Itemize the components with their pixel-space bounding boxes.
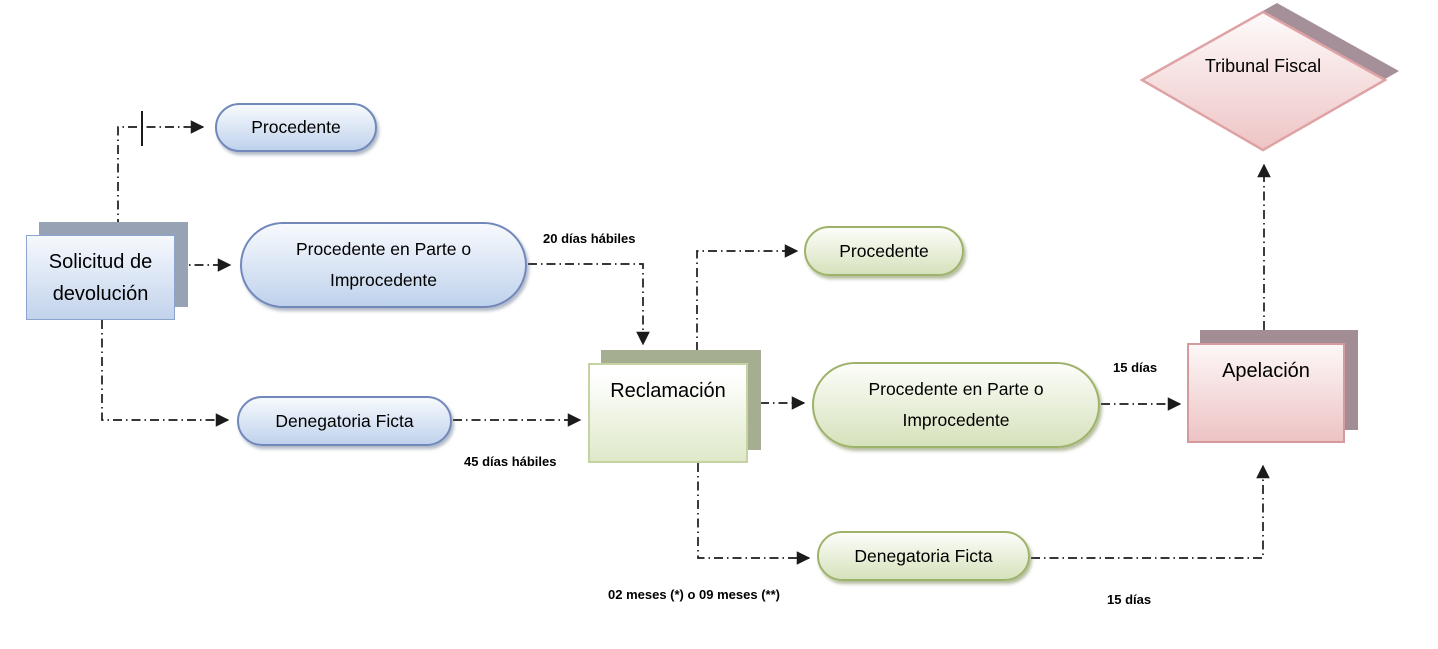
node-box: Solicitud de devolución	[26, 235, 175, 320]
edge-label-meses: 02 meses (*) o 09 meses (**)	[608, 587, 780, 602]
node-label: Denegatoria Ficta	[854, 545, 993, 566]
node-procedente-parte-verde: Procedente en Parte o Improcedente	[812, 362, 1100, 448]
edge-denegatoria-verde-apelacion	[1031, 464, 1270, 559]
node-label: Procedente en Parte o Improcedente	[868, 379, 1044, 430]
node-label: Reclamación	[610, 380, 726, 402]
node-box: Reclamación	[588, 363, 748, 463]
edge-solicitud-denegatoria	[101, 320, 230, 427]
node-label: Procedente	[251, 117, 341, 137]
node-label: Solicitud de devolución	[48, 250, 153, 305]
edge-label-20-dias: 20 días hábiles	[543, 231, 636, 246]
node-reclamacion: Reclamación	[588, 350, 761, 463]
node-label: Procedente en Parte o Improcedente	[295, 239, 472, 290]
node-apelacion: Apelación	[1187, 330, 1358, 443]
edge-reclamacion-procedente-verde	[696, 244, 799, 351]
tribunal-fiscal-diamond	[1139, 10, 1388, 152]
edge-procedente-parte-reclamacion	[528, 263, 650, 346]
node-procedente-parte-azul: Procedente en Parte o Improcedente	[240, 222, 527, 308]
node-box: Apelación	[1187, 343, 1345, 443]
node-label: Procedente	[839, 240, 929, 261]
node-tribunal-fiscal-label: Tribunal Fiscal	[1204, 56, 1322, 76]
edge-reclamacion-denegatoria-verde	[697, 463, 811, 565]
edge-solicitud-procedente	[117, 120, 205, 228]
node-denegatoria-verde: Denegatoria Ficta	[817, 531, 1030, 581]
node-procedente-verde: Procedente	[804, 226, 964, 276]
node-solicitud-devolucion: Solicitud de devolución	[26, 222, 188, 320]
node-denegatoria-azul: Denegatoria Ficta	[237, 396, 452, 446]
node-label: Apelación	[1222, 360, 1310, 382]
node-label: Denegatoria Ficta	[275, 410, 414, 431]
edge-label-15-dias-apelacion: 15 días	[1113, 360, 1158, 375]
edge-label-45-dias: 45 días hábiles	[464, 454, 557, 469]
node-procedente-azul: Procedente	[215, 103, 377, 152]
edge-label-15-dias-tribunal: 15 días	[1107, 592, 1152, 607]
